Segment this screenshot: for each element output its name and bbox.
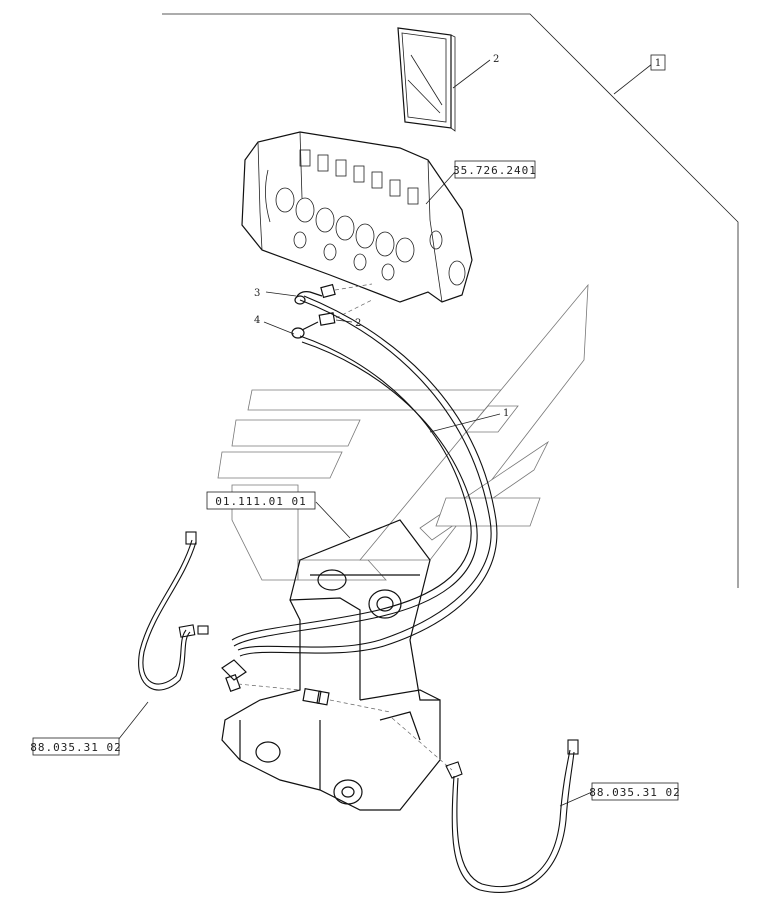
hose-left-leader: [117, 701, 149, 741]
hose-right-leader: [559, 791, 593, 807]
pivot-ref-label: 01.111.01 01: [215, 495, 306, 508]
hose-right-ref-label: 88.035.31 02: [589, 786, 680, 799]
elbow-upper-callout: 3: [254, 288, 260, 299]
elbow-lower-callout: 4: [254, 315, 260, 326]
manual-callout: 2: [493, 54, 499, 65]
watermark-logo-icon: [217, 283, 589, 581]
kit-leader-line: [613, 63, 653, 95]
kit-bracket-line: [162, 13, 739, 588]
manual-icon: [397, 27, 456, 132]
swing-frame-icon: [221, 519, 441, 811]
hose-left-icon: [138, 531, 209, 691]
kit-ref-box: [650, 54, 666, 71]
control-valve-icon: [241, 131, 473, 303]
callout-1-leader: [429, 413, 501, 433]
kit-ref-label: 1: [655, 58, 661, 69]
hose-left-ref-label: 88.035.31 02: [30, 741, 121, 754]
pivot-ref-box: [206, 491, 316, 510]
valve-leader-line: [425, 171, 456, 205]
elbow-fitting-upper-icon: [294, 283, 336, 305]
hose-right-ref-box: [591, 782, 679, 801]
callout-3-leader: [265, 291, 297, 297]
manual-leader-line: [452, 59, 491, 89]
hose-pair-callout: 1: [503, 408, 509, 419]
callout-2b-leader: [335, 319, 353, 323]
hose-left-ref-box: [32, 737, 120, 756]
hose-right-icon: [445, 739, 579, 893]
valve-ref-label: 35.726.2401: [453, 164, 537, 177]
frame-fitting-left-icon: [221, 659, 247, 693]
pivot-leader-line: [315, 501, 351, 539]
frame-fitting-right-icon: [302, 688, 330, 706]
callout-4-leader: [263, 321, 295, 335]
elbow-fitting-lower-icon: [291, 312, 336, 339]
valve-ref-box: [454, 160, 536, 179]
